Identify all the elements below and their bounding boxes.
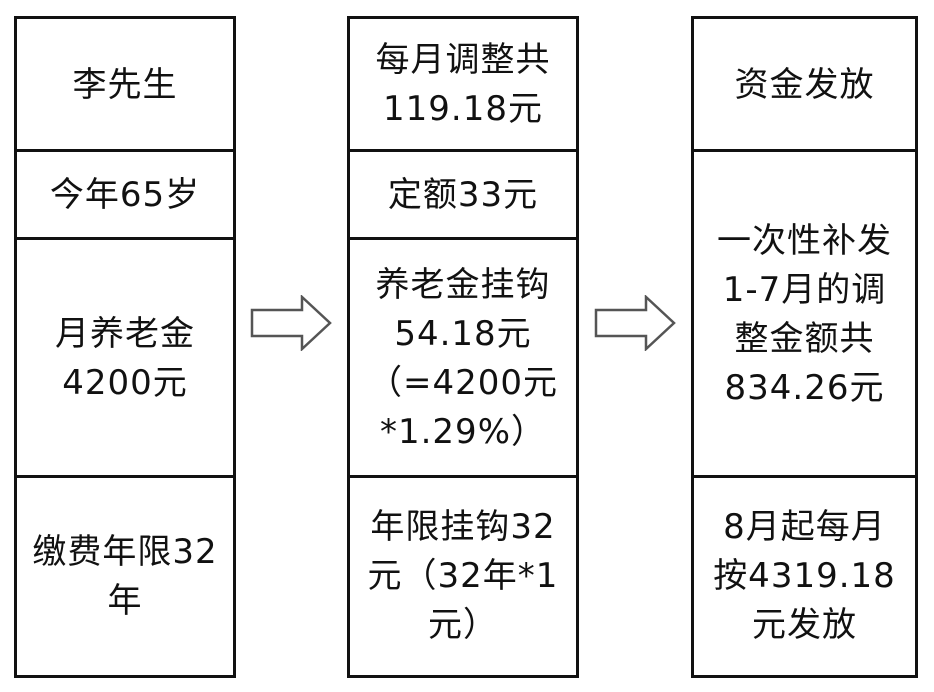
cell-fixed-amount: 定额33元 [350,149,576,239]
cell-monthly-adjustment-total: 每月调整共 119.18元 [375,40,551,129]
right-arrow-icon [594,295,676,351]
cell-years-linked: 年限挂钩32 元（32年*1 元） [350,475,576,675]
cell-age: 今年65岁 [17,149,233,239]
column-payment: 资金发放 一次性补发 1-7月的调 整金额共 834.26元 8月起每月 按43… [691,16,918,678]
cell-lump-sum-backpay: 一次性补发 1-7月的调 整金额共 834.26元 [694,149,915,477]
cell-monthly-from-august: 8月起每月 按4319.18 元发放 [694,475,915,675]
cell-fund-distribution: 资金发放 [734,64,875,105]
cell-name: 李先生 [72,64,178,105]
cell-monthly-pension: 月养老金 4200元 [17,237,233,477]
cell-contribution-years: 缴费年限32 年 [17,475,233,675]
right-arrow-icon [250,295,332,351]
cell-pension-linked: 养老金挂钩 54.18元 （=4200元 *1.29%） [350,237,576,477]
column-adjustment: 每月调整共 119.18元 定额33元 养老金挂钩 54.18元 （=4200元… [347,16,579,678]
column-person: 李先生 今年65岁 月养老金 4200元 缴费年限32 年 [14,16,236,678]
